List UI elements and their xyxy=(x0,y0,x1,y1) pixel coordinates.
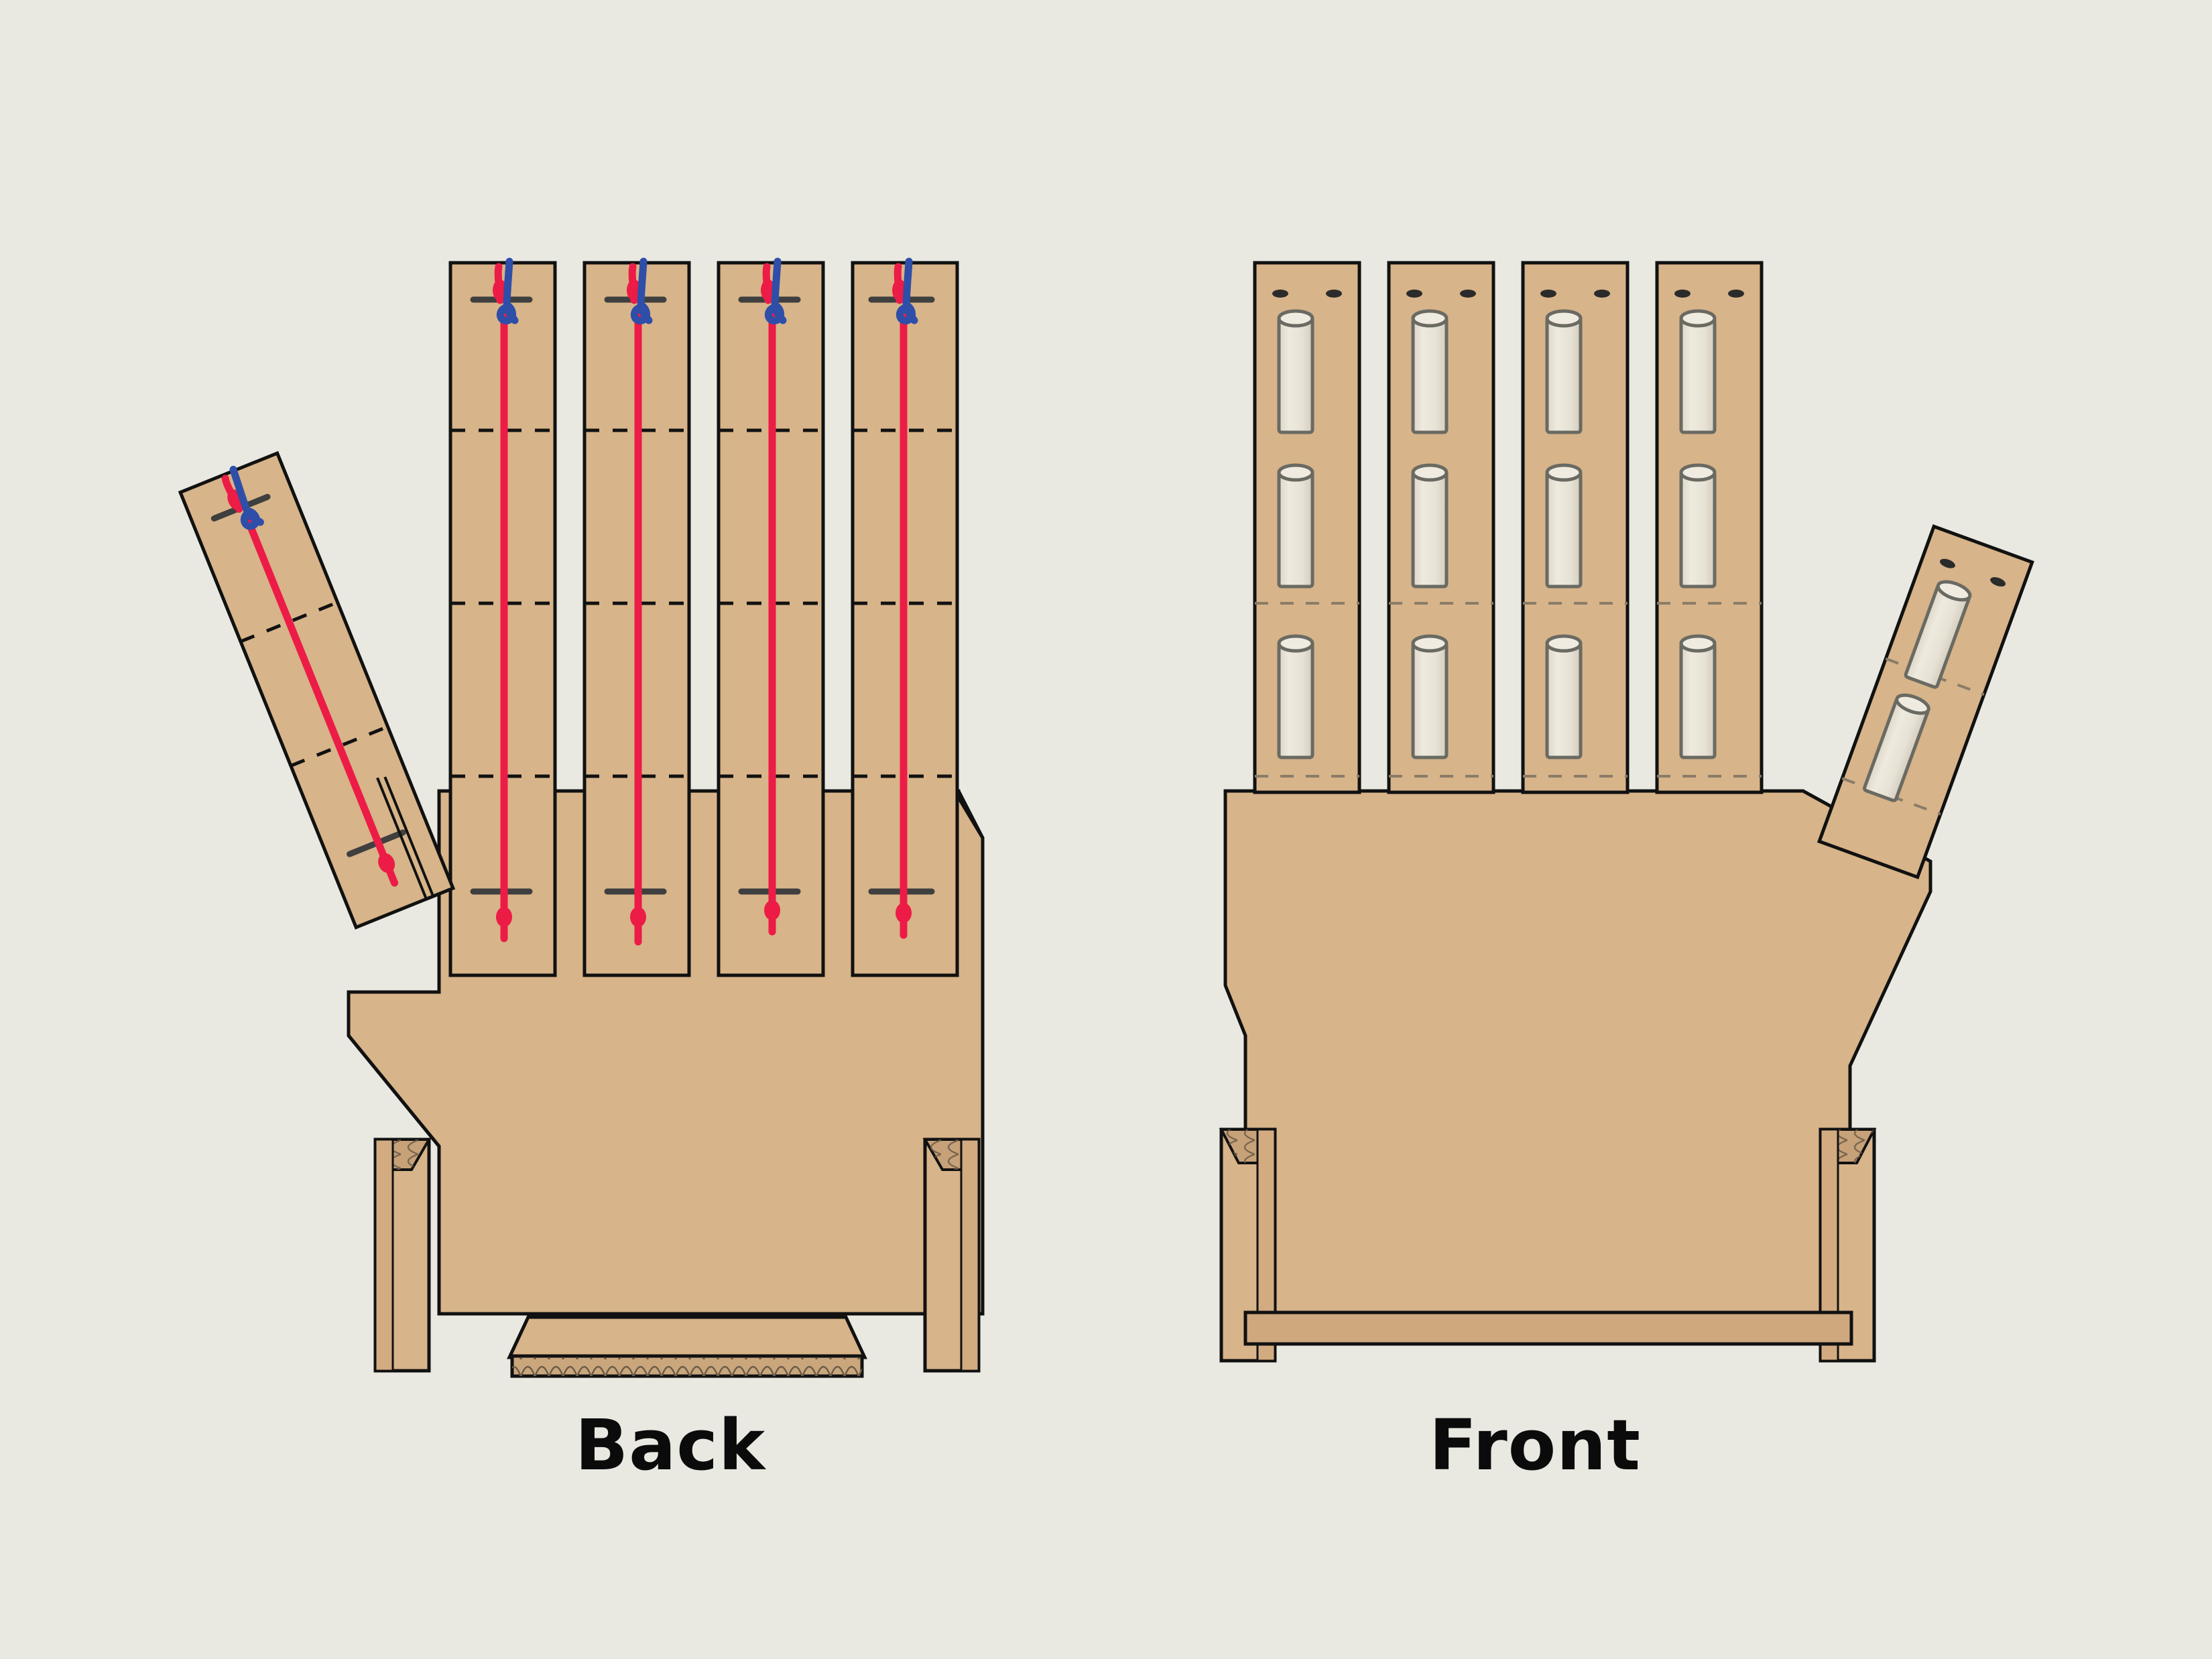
front-pinky-finger xyxy=(1655,261,1764,794)
straw-segment xyxy=(1545,463,1583,589)
front-wrist-flap-left xyxy=(1219,1127,1277,1363)
straw-segment xyxy=(1277,309,1314,434)
front-middle-finger xyxy=(1387,261,1495,794)
back-ring-finger xyxy=(717,257,825,977)
back-wrist-flap-left xyxy=(373,1138,432,1373)
straw-segment xyxy=(1545,309,1583,434)
caption-front: Front xyxy=(1429,1404,1641,1486)
back-wrist-flap-right xyxy=(922,1138,981,1373)
straw-segment xyxy=(1411,463,1449,589)
straw-segment xyxy=(1679,309,1717,434)
front-ring-finger xyxy=(1521,261,1630,794)
front-wrist-flap-right xyxy=(1819,1127,1877,1363)
back-thumb xyxy=(178,450,456,930)
back-view xyxy=(178,257,985,1378)
straw-segment xyxy=(1679,463,1717,589)
front-thumb xyxy=(1817,524,2034,879)
back-middle-finger xyxy=(582,257,691,977)
straw-segment xyxy=(1411,309,1449,434)
back-bottom-corrugated-flap xyxy=(507,1315,867,1378)
back-index-finger xyxy=(448,257,557,977)
straw-segment xyxy=(1863,693,1930,802)
front-bottom-flap xyxy=(1243,1310,1853,1346)
front-index-finger xyxy=(1253,261,1361,794)
back-pinky-finger xyxy=(851,257,959,977)
straw-segment xyxy=(1411,634,1449,759)
straw-segment xyxy=(1679,634,1717,759)
straw-segment xyxy=(1545,634,1583,759)
caption-back: Back xyxy=(574,1404,766,1486)
front-view xyxy=(1219,261,2034,1363)
straw-segment xyxy=(1904,580,1972,689)
straw-segment xyxy=(1277,634,1314,759)
straw-segment xyxy=(1277,463,1314,589)
